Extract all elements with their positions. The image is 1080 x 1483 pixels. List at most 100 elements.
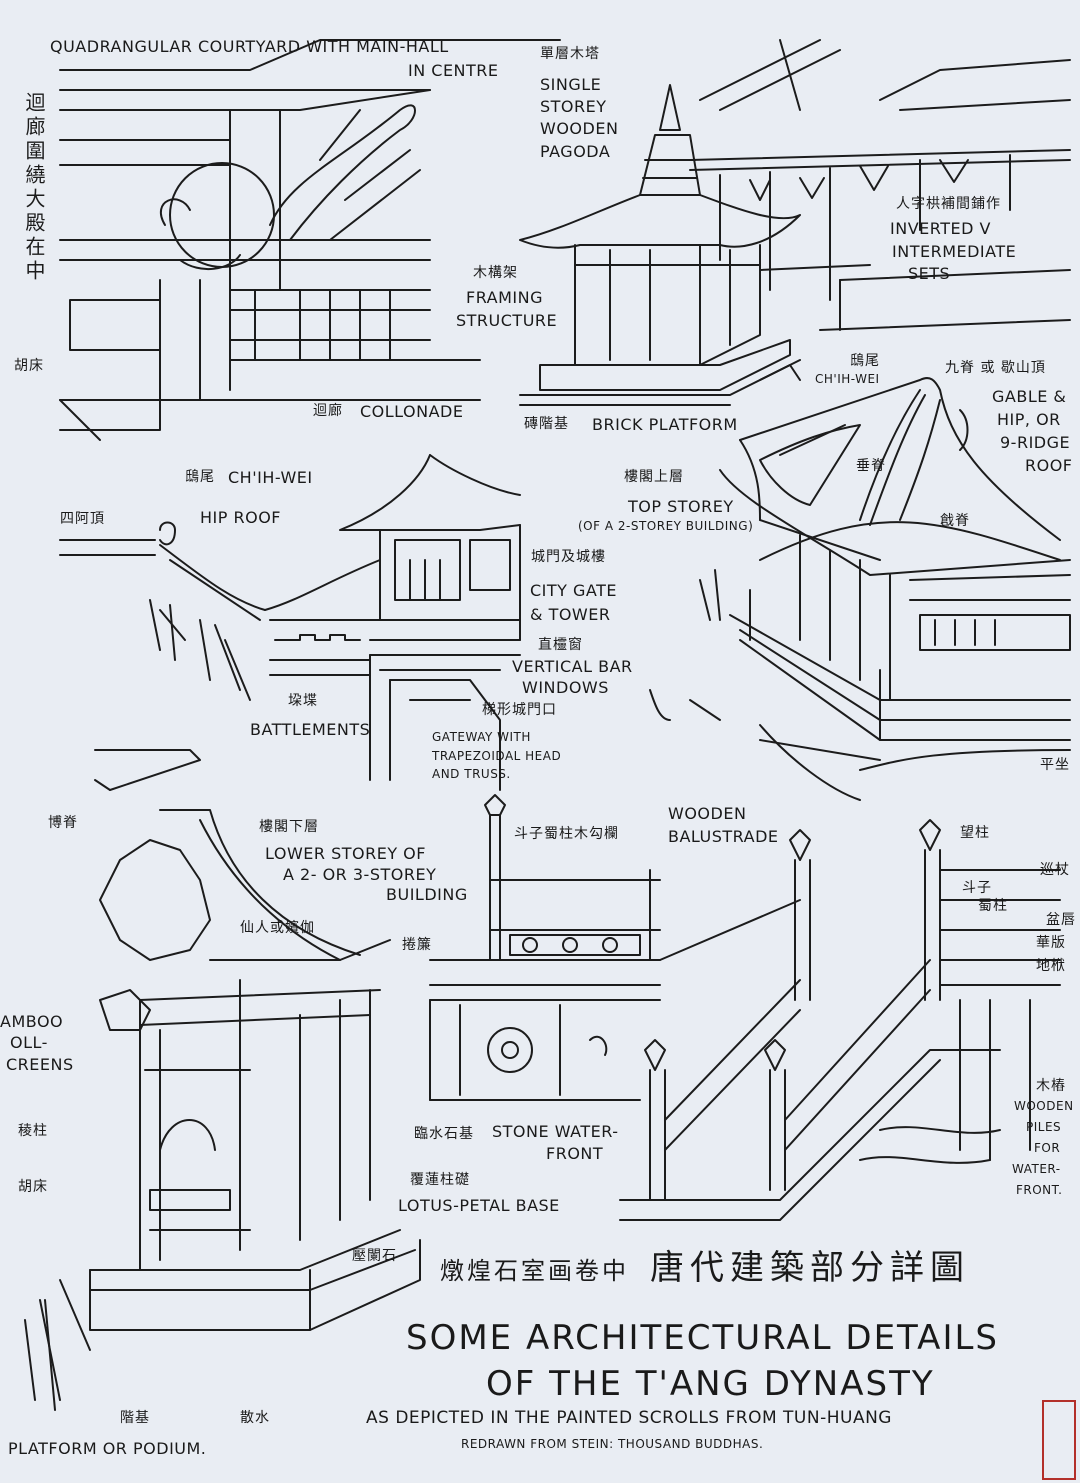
label-framing-zh: 木構架 xyxy=(473,265,518,281)
label-inverted-3: SETS xyxy=(908,264,951,283)
label-gable-1: GABLE & xyxy=(992,387,1067,406)
label-gable-2: HIP, OR xyxy=(997,410,1061,429)
label-platform: PLATFORM OR PODIUM. xyxy=(8,1439,207,1458)
label-lotus-zh: 覆蓮柱礎 xyxy=(410,1172,470,1188)
city-gate-sketch xyxy=(339,454,521,791)
label-piles-4: WATER- xyxy=(1012,1162,1061,1176)
label-framing-2: STRUCTURE xyxy=(456,311,558,330)
label-gable-zh: 九脊 或 歇山頂 xyxy=(945,360,1046,376)
label-balustrade-2: BALUSTRADE xyxy=(668,827,779,846)
label-pagoda-1: SINGLE xyxy=(540,75,602,94)
label-wangzhu-zh: 望柱 xyxy=(960,825,990,841)
label-courtyard-zh: 迴廊圍繞大殿在中 xyxy=(22,92,46,284)
label-xianren-zh: 仙人或嬪伽 xyxy=(240,920,315,936)
label-brick-zh: 磚階基 xyxy=(524,416,569,432)
title-line-4: REDRAWN FROM STEIN: THOUSAND BUDDHAS. xyxy=(461,1437,764,1451)
label-piles-2: PILES xyxy=(1026,1120,1062,1134)
label-gate-2: & TOWER xyxy=(530,605,611,624)
label-gate-zh: 城門及城樓 xyxy=(531,549,606,565)
label-shuzhu-zh: 蜀柱 xyxy=(978,898,1008,914)
label-hip: HIP ROOF xyxy=(200,508,281,527)
label-pingzuo-zh: 平坐 xyxy=(1040,757,1070,773)
label-chiwei-left: CH'IH-WEI xyxy=(228,468,313,487)
label-hip-zh: 四阿頂 xyxy=(60,511,105,527)
label-gateway-3: AND TRUSS. xyxy=(432,767,511,781)
label-battlements: BATTLEMENTS xyxy=(250,720,371,739)
label-lower-zh: 樓閣下層 xyxy=(259,819,319,835)
label-battlements-zh: 垜堞 xyxy=(288,693,318,709)
label-huchuang-zh: 胡床 xyxy=(18,1179,48,1195)
label-piles-5: FRONT. xyxy=(1016,1183,1063,1197)
water-front-sketch xyxy=(619,819,1061,1221)
label-gateway-2: TRAPEZOIDAL HEAD xyxy=(432,749,562,763)
label-lower-3: BUILDING xyxy=(386,885,468,904)
label-collonade: COLLONADE xyxy=(360,402,464,421)
label-huchuang-top-zh: 胡床 xyxy=(14,358,44,374)
label-gable-4: ROOF xyxy=(1025,456,1073,475)
label-qiangji-zh: 戧脊 xyxy=(940,513,970,529)
label-gable-3: 9-RIDGE xyxy=(1000,433,1071,452)
label-lou-zh: 捲簾 xyxy=(402,937,432,953)
label-bamboo-3: CREENS xyxy=(6,1055,74,1074)
label-stone-2: FRONT xyxy=(546,1144,604,1163)
pagoda-sketch xyxy=(519,84,801,406)
title-line-2: OF THE T'ANG DYNASTY xyxy=(486,1364,935,1404)
label-collonade-zh: 迴廊 xyxy=(313,403,343,419)
label-stone-zh: 臨水石基 xyxy=(414,1126,474,1142)
artist-seal xyxy=(1042,1400,1076,1480)
label-piles-1: WOODEN xyxy=(1014,1099,1074,1113)
label-piles-3: FOR xyxy=(1034,1141,1061,1155)
title-line-1: SOME ARCHITECTURAL DETAILS xyxy=(406,1318,999,1358)
label-huaban-zh: 華版 xyxy=(1036,935,1066,951)
label-quad-courtyard: QUADRANGULAR COURTYARD WITH MAIN-HALL xyxy=(50,37,449,56)
label-chuiji-zh: 垂脊 xyxy=(856,458,886,474)
label-boji-zh: 博脊 xyxy=(48,815,78,831)
label-pagoda-3: WOODEN xyxy=(540,119,619,138)
label-sanshui-zh: 散水 xyxy=(240,1410,270,1426)
label-inverted-2: INTERMEDIATE xyxy=(892,242,1017,261)
label-inverted-zh: 人字栱補間鋪作 xyxy=(896,196,1001,212)
label-top-storey-1: TOP STOREY xyxy=(628,497,734,516)
title-zh-main: 唐代建築部分詳圖 xyxy=(650,1248,970,1288)
balustrade-sketch xyxy=(429,794,801,1101)
title-line-3: AS DEPICTED IN THE PAINTED SCROLLS FROM … xyxy=(366,1408,892,1428)
label-in-centre: IN CENTRE xyxy=(408,61,499,80)
label-inverted-1: INVERTED V xyxy=(890,219,991,238)
label-muzhuang-zh: 木樁 xyxy=(1036,1078,1066,1094)
gable-roof-sketch xyxy=(739,377,1061,561)
label-doujie-zh: 斗子蜀柱木勾欄 xyxy=(514,826,619,842)
label-balustrade-1: WOODEN xyxy=(668,804,747,823)
label-chiwei-left-zh: 鴟尾 xyxy=(185,469,215,485)
label-gate-1: CITY GATE xyxy=(530,581,618,600)
label-pendi-zh: 盆唇 xyxy=(1046,912,1076,928)
label-pagoda-zh: 單層木塔 xyxy=(540,46,600,62)
label-vbar-2: WINDOWS xyxy=(522,678,609,697)
label-douzi-zh: 斗子 xyxy=(962,880,992,896)
label-difu-zh: 地栿 xyxy=(1036,958,1066,974)
label-brick: BRICK PLATFORM xyxy=(592,415,738,434)
label-xunzhang-zh: 巡杖 xyxy=(1040,862,1070,878)
label-stone-1: STONE WATER- xyxy=(492,1122,619,1141)
label-lengzhu-zh: 稜柱 xyxy=(18,1123,48,1139)
label-framing-1: FRAMING xyxy=(466,288,544,307)
label-chiwei-right-zh: 鴟尾 xyxy=(850,353,880,369)
top-storey-sketch xyxy=(649,469,1071,801)
label-yalan-zh: 壓闌石 xyxy=(352,1248,397,1264)
label-platform-zh: 階基 xyxy=(120,1410,150,1426)
label-top-storey-2: (OF A 2-STOREY BUILDING) xyxy=(578,519,754,533)
label-lotus: LOTUS-PETAL BASE xyxy=(398,1196,560,1215)
intermediate-sets-sketch xyxy=(689,39,1071,331)
courtyard-sketch xyxy=(59,39,561,441)
label-pagoda-2: STOREY xyxy=(540,97,607,116)
label-vbar-zh: 直欞窗 xyxy=(538,637,583,653)
label-bamboo-2: OLL- xyxy=(10,1033,48,1052)
label-top-storey-zh: 樓閣上層 xyxy=(624,469,684,485)
label-gateway-zh: 梯形城門口 xyxy=(482,702,557,718)
label-chiwei-right: CH'IH-WEI xyxy=(815,372,880,386)
label-lower-2: A 2- OR 3-STOREY xyxy=(283,865,437,884)
label-lower-1: LOWER STOREY OF xyxy=(265,844,426,863)
hip-roof-sketch xyxy=(59,521,381,701)
pavilion-sketch xyxy=(24,749,421,1411)
label-vbar-1: VERTICAL BAR xyxy=(512,657,633,676)
